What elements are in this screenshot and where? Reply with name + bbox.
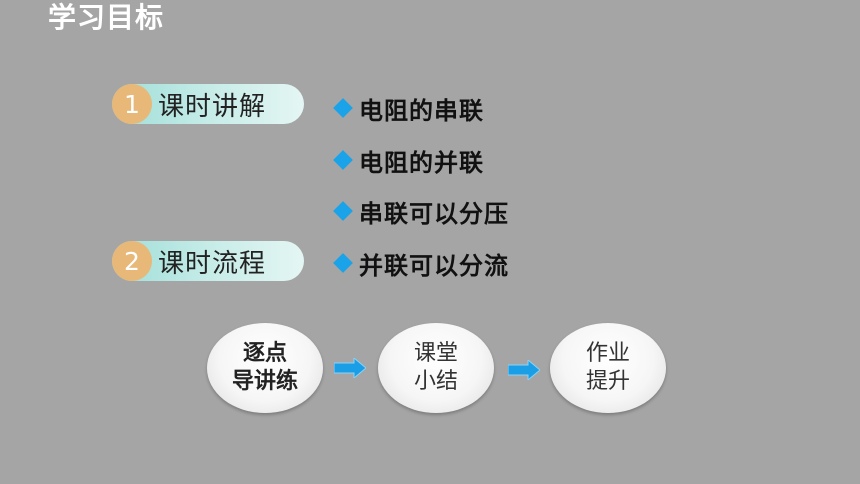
flow-step-class-summary[interactable]: 课堂 小结: [378, 323, 494, 413]
arrow-right-icon: [508, 360, 540, 380]
step-label-line2: 导讲练: [231, 369, 298, 394]
diamond-icon: [333, 201, 353, 221]
arrow-right-icon: [334, 358, 366, 378]
step-label-line1: 逐点: [242, 341, 287, 366]
step-label-line1: 课堂: [413, 341, 458, 366]
bullet-text: 电阻的串联: [359, 96, 484, 125]
bullet-text: 并联可以分流: [359, 251, 509, 280]
bullet-item-parallel-resistance: 电阻的并联: [333, 142, 484, 178]
step-label-line2: 提升: [585, 369, 630, 394]
flow-step-homework-improvement[interactable]: 作业 提升: [550, 323, 666, 413]
diamond-icon: [333, 150, 353, 170]
flow-step-point-by-point-lecture[interactable]: 逐点 导讲练: [207, 323, 323, 413]
bullet-item-parallel-current-division: 并联可以分流: [333, 245, 509, 281]
bullet-item-series-resistance: 电阻的串联: [333, 90, 484, 126]
section-pill-lesson-explanation[interactable]: 1 课时讲解: [112, 84, 304, 124]
section-label: 课时流程: [158, 248, 267, 279]
diamond-icon: [333, 253, 353, 273]
bullet-text: 串联可以分压: [359, 199, 509, 228]
section-number-badge: 1: [112, 84, 152, 124]
step-label-line1: 作业: [585, 341, 630, 366]
section-label: 课时讲解: [158, 91, 267, 122]
bullet-text: 电阻的并联: [359, 148, 484, 177]
bullet-item-series-voltage-division: 串联可以分压: [333, 193, 509, 229]
page-title: 学习目标: [48, 1, 165, 34]
diamond-icon: [333, 98, 353, 118]
section-pill-lesson-flow[interactable]: 2 课时流程: [112, 241, 304, 281]
section-number-badge: 2: [112, 241, 152, 281]
step-label-line2: 小结: [413, 369, 458, 394]
